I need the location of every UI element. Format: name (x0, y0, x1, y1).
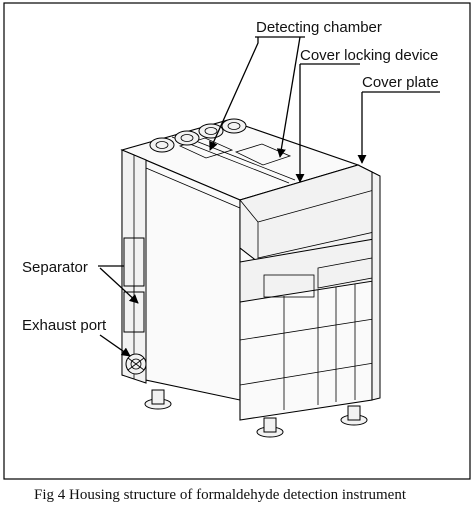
right-edge-panel (371, 171, 381, 401)
label-exhaust-port: Exhaust port (22, 317, 107, 334)
leader-lines (98, 36, 440, 357)
labels: Detecting chamber Cover locking device C… (22, 19, 439, 334)
figure-frame (3, 2, 471, 480)
detecting-chamber-leader (209, 37, 259, 151)
fan-icon (174, 130, 200, 146)
label-separator: Separator (22, 259, 88, 276)
fan-icon (221, 118, 247, 134)
figure-caption: Fig 4 Housing structure of formaldehyde … (34, 487, 407, 503)
exhaust-port-leader (99, 334, 131, 357)
label-cover-locking-device: Cover locking device (300, 47, 438, 64)
fan-icon (149, 137, 175, 153)
fan-icon (198, 123, 224, 139)
feet (144, 389, 368, 438)
label-cover-plate: Cover plate (362, 74, 439, 91)
label-detecting-chamber: Detecting chamber (256, 19, 382, 36)
instrument-housing (120, 118, 381, 438)
chamber-window-right (234, 143, 292, 166)
detecting-chamber-leader-2 (276, 36, 301, 158)
front-display-window (263, 274, 315, 298)
